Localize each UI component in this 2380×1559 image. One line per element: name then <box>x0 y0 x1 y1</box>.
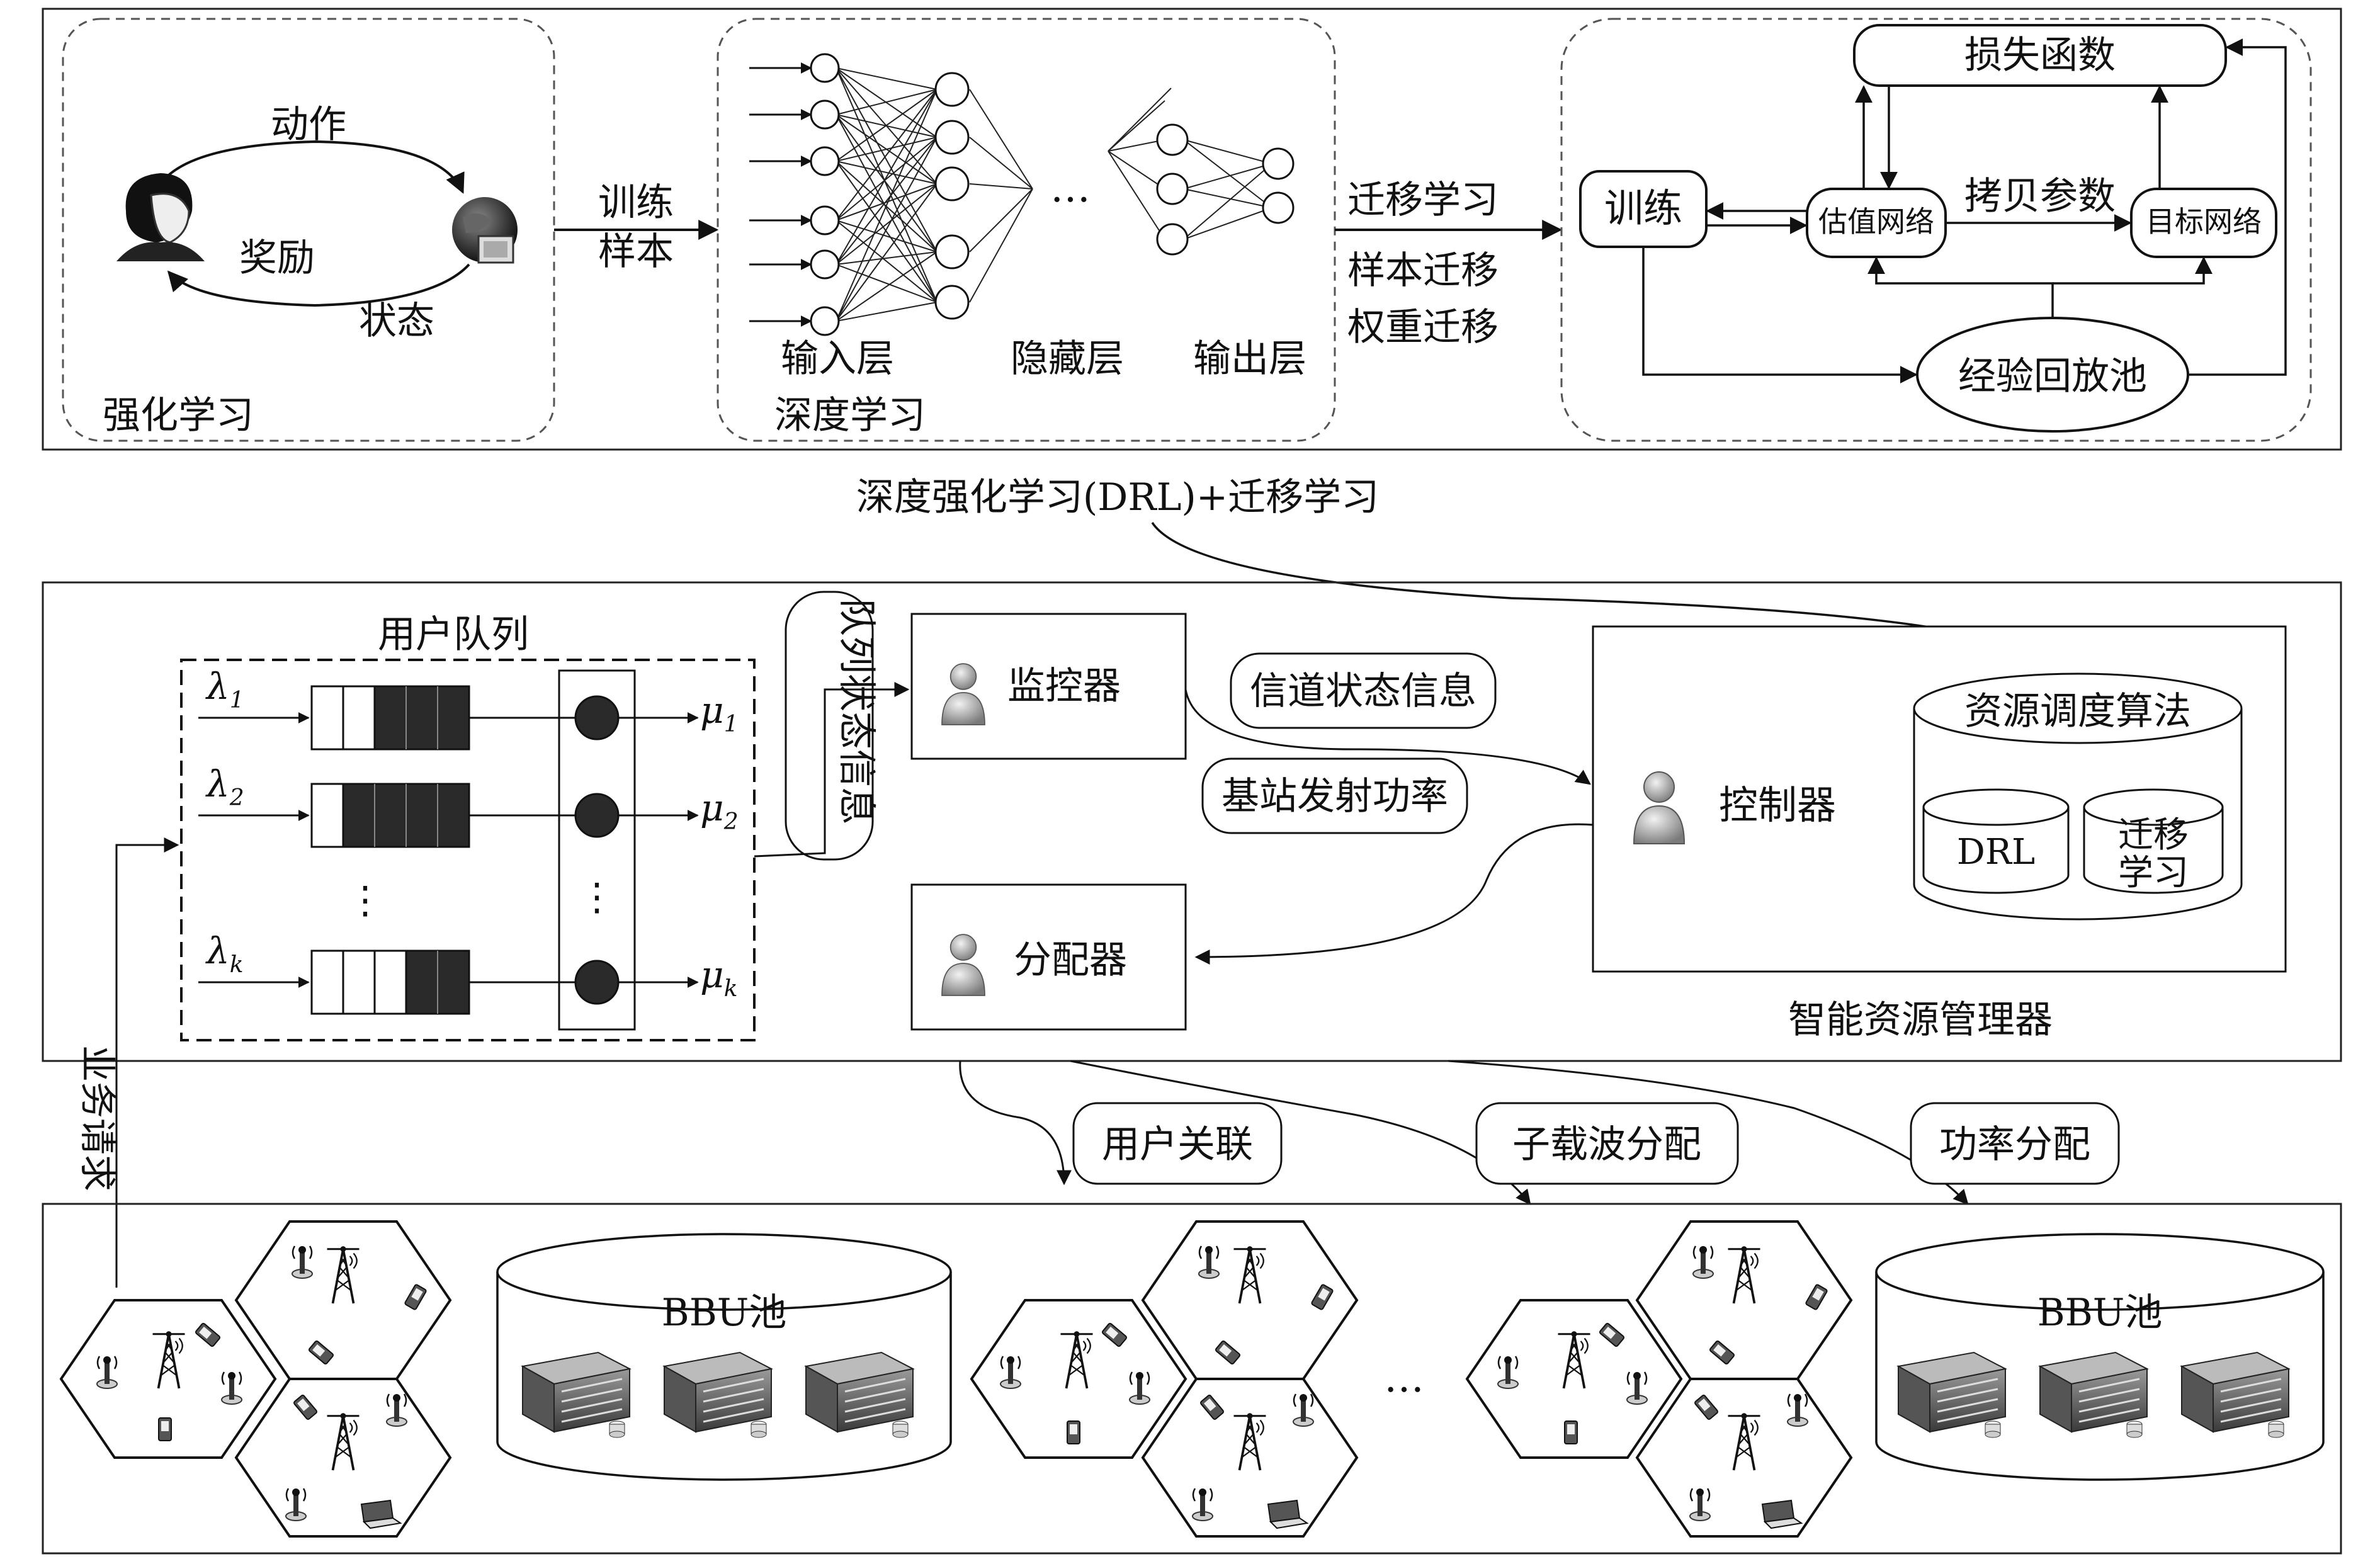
transfer-learning-label: 迁移学习 <box>1347 178 1499 222</box>
queue-title: 用户队列 <box>378 613 529 657</box>
user-assoc-pill <box>1072 1102 1283 1185</box>
estimate-network-label: 估值网络 <box>1818 205 1934 239</box>
train-node-label: 训练 <box>1604 185 1682 231</box>
loss-function-label: 损失函数 <box>1964 33 2116 77</box>
train-sample-line2: 样本 <box>598 230 674 274</box>
output-layer-label: 输出层 <box>1193 337 1306 381</box>
queue-state-pill <box>785 591 874 861</box>
lambda-k: λk <box>205 929 244 978</box>
replay-pool-label: 经验回放池 <box>1958 354 2147 399</box>
copy-params-label: 拷贝参数 <box>1964 174 2116 218</box>
caption: 深度强化学习(DRL)+迁移学习 <box>856 475 1379 519</box>
bs-power-label: 基站发射功率 <box>1221 774 1448 819</box>
rl-title: 强化学习 <box>103 394 254 438</box>
queue-rows <box>198 669 699 1031</box>
state-reward-arrow <box>167 263 470 307</box>
rl-box <box>62 18 555 442</box>
monitor-to-controller-curve <box>1184 689 1591 785</box>
lambda-1: λ1 <box>205 665 244 713</box>
sample-transfer-label: 样本迁移 <box>1347 249 1499 293</box>
controller-to-allocator-curve <box>1194 823 1594 965</box>
agent-icon <box>116 173 205 261</box>
manager-label: 智能资源管理器 <box>1788 998 2053 1042</box>
queue-vdots: ⋮ <box>346 878 384 922</box>
monitor-label: 监控器 <box>1007 664 1121 708</box>
right-cell-cluster <box>1465 1220 1853 1538</box>
bbu-pool-left <box>496 1233 952 1481</box>
transfer-cylinder <box>2083 788 2224 894</box>
rl-reward-label: 奖励 <box>239 236 315 280</box>
bs-power-pill <box>1201 757 1468 834</box>
middle-panel <box>42 581 2342 1062</box>
mu-1: μ1 <box>700 689 739 737</box>
dl-title: 深度学习 <box>774 394 926 438</box>
top-panel <box>42 8 2342 451</box>
bbu-left-label: BBU池 <box>662 1291 787 1335</box>
drl-label: DRL <box>1957 832 2035 873</box>
bbu-pool-right <box>1875 1233 2325 1481</box>
power-pill <box>1910 1102 2120 1185</box>
middle-cell-cluster <box>970 1220 1359 1538</box>
transfer-label-line2: 学习 <box>2118 853 2189 893</box>
service-request-arrow <box>115 837 179 1288</box>
channel-state-label: 信道状态信息 <box>1250 669 1476 713</box>
environment-globe-icon <box>452 197 518 264</box>
train-sample-line1: 训练 <box>598 181 674 225</box>
drl-cylinder <box>1922 788 2070 894</box>
bottom-ellipsis: … <box>1384 1355 1424 1402</box>
neural-network: … <box>749 53 1295 336</box>
allocator-label: 分配器 <box>1014 938 1127 982</box>
queue-state-label: 队列状态信息 <box>834 598 878 825</box>
user-queue-box <box>180 659 756 1041</box>
power-label: 功率分配 <box>1939 1123 2090 1167</box>
lambda-2: λ2 <box>205 762 244 811</box>
drl-train-box <box>1560 18 2312 442</box>
subcarrier-pill <box>1475 1102 1739 1185</box>
user-assoc-label: 用户关联 <box>1102 1123 1253 1167</box>
service-request-label: 业务请求 <box>76 1045 119 1191</box>
bbu-right-label: BBU池 <box>2037 1291 2163 1335</box>
rl-state-label: 状态 <box>359 299 434 343</box>
mu-k: μk <box>700 953 738 1002</box>
channel-state-pill <box>1230 652 1497 729</box>
subcarrier-label: 子载波分配 <box>1512 1123 1701 1167</box>
left-cell-cluster <box>59 1220 452 1538</box>
mu-2: μ2 <box>700 786 739 835</box>
rl-action-label: 动作 <box>271 103 346 147</box>
algo-label: 资源调度算法 <box>1964 689 2191 734</box>
queue-to-monitor-line <box>754 682 910 858</box>
server-vdots: ⋮ <box>578 875 616 919</box>
user-assoc-curve <box>959 1060 1072 1186</box>
bottom-panel <box>42 1203 2342 1555</box>
nn-ellipsis: … <box>1050 165 1091 212</box>
target-network-label: 目标网络 <box>2146 205 2262 239</box>
controller-label: 控制器 <box>1719 782 1836 828</box>
weight-transfer-label: 权重迁移 <box>1347 305 1499 349</box>
hidden-layer-label: 隐藏层 <box>1011 337 1124 381</box>
action-arrow <box>159 140 465 194</box>
transfer-label-line1: 迁移 <box>2118 815 2189 856</box>
input-layer-label: 输入层 <box>781 337 894 381</box>
